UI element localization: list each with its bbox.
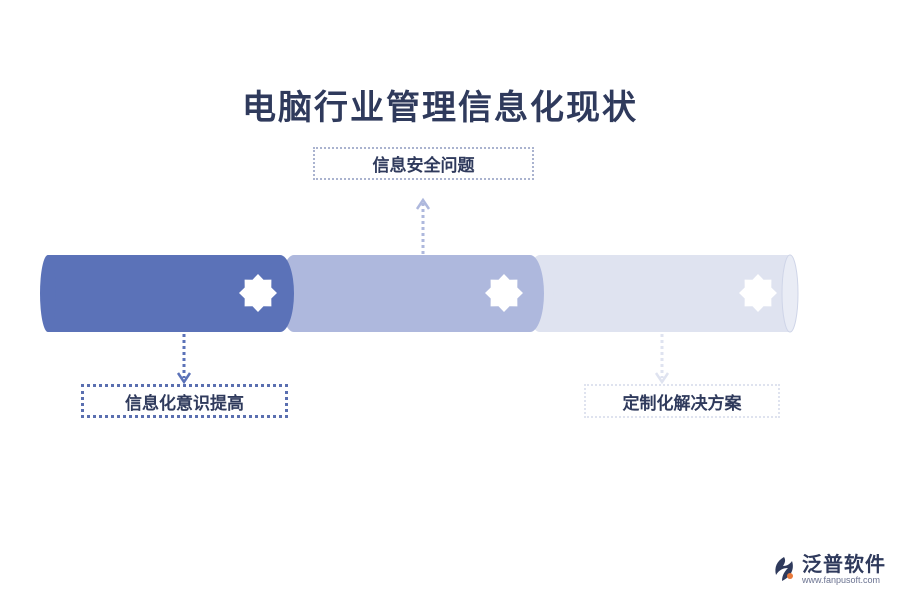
gear-icon bbox=[239, 274, 277, 312]
brand-logo: 泛普软件 www.fanpusoft.com bbox=[770, 552, 886, 586]
connector-arrow-up bbox=[415, 197, 431, 254]
gear-icon bbox=[485, 274, 523, 312]
gear-icon bbox=[739, 274, 777, 312]
logo-name: 泛普软件 bbox=[802, 552, 886, 576]
connector-arrow-down-left bbox=[176, 334, 192, 385]
label-custom-solution: 定制化解决方案 bbox=[584, 384, 780, 418]
logo-url: www.fanpusoft.com bbox=[802, 575, 881, 585]
label-info-security: 信息安全问题 bbox=[313, 147, 534, 180]
connector-arrow-down-right bbox=[654, 334, 670, 385]
label-awareness: 信息化意识提高 bbox=[81, 384, 288, 418]
page-title: 电脑行业管理信息化现状 bbox=[242, 88, 638, 128]
logo-icon bbox=[775, 557, 793, 581]
